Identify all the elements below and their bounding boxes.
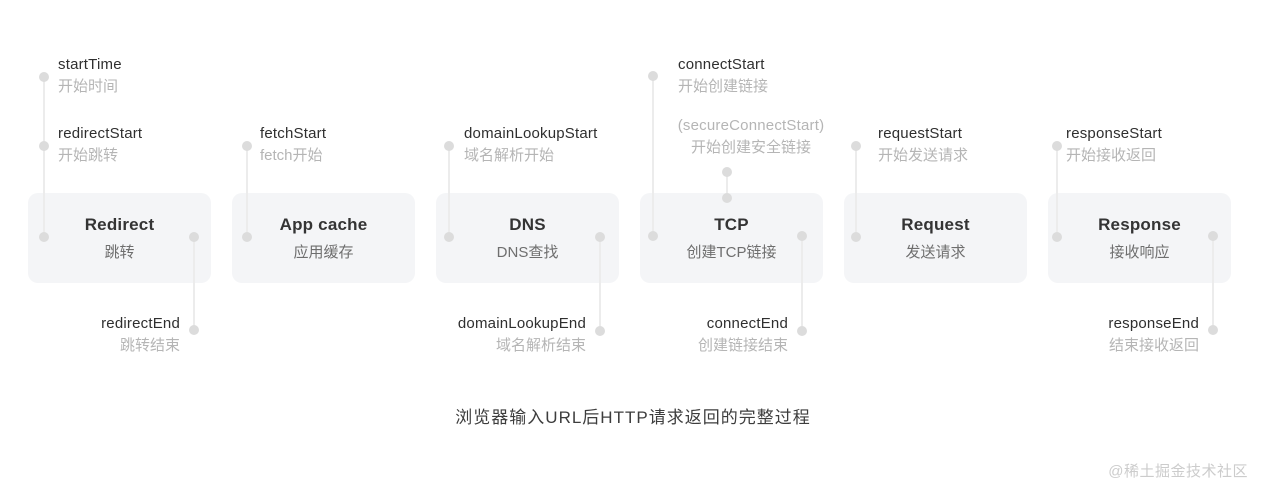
event-label-redirectStart: redirectStart 开始跳转 — [58, 123, 142, 167]
event-label-cn: 开始跳转 — [58, 147, 119, 164]
event-label-cn: 开始时间 — [58, 78, 119, 95]
timeline-dot — [39, 72, 49, 82]
timeline-dot — [39, 141, 49, 151]
event-label-cn: 跳转结束 — [119, 337, 180, 354]
stage-subtitle: 应用缓存 — [293, 243, 354, 261]
timeline-connector — [1056, 146, 1058, 237]
event-label-responseStart: responseStart 开始接收返回 — [1066, 123, 1162, 167]
timeline-connector — [448, 146, 450, 237]
timeline-dot — [1052, 232, 1062, 242]
timeline-dot — [444, 232, 454, 242]
event-label-redirectEnd: redirectEnd 跳转结束 — [101, 313, 180, 357]
timeline-dot — [648, 231, 658, 241]
timeline-dot — [851, 141, 861, 151]
event-label-requestStart: requestStart 开始发送请求 — [878, 123, 968, 167]
event-label-cn: 域名解析结束 — [495, 337, 586, 354]
event-label-cn: 开始发送请求 — [878, 147, 969, 164]
stage-title: Redirect — [84, 214, 155, 234]
stage-subtitle: 创建TCP链接 — [686, 243, 777, 261]
timeline-dot — [648, 71, 658, 81]
event-label-responseEnd: responseEnd 结束接收返回 — [1108, 313, 1199, 357]
stage-box-request: Request 发送请求 — [844, 193, 1027, 283]
stage-title: Request — [901, 214, 970, 234]
stage-box-tcp: TCP 创建TCP链接 — [640, 193, 823, 283]
timeline-dot — [797, 326, 807, 336]
event-name: connectEnd — [706, 315, 788, 332]
stage-box-dns: DNS DNS查找 — [436, 193, 619, 283]
event-name: startTime — [58, 56, 122, 73]
event-name: domainLookupStart — [464, 125, 598, 142]
timeline-dot — [595, 232, 605, 242]
event-name: requestStart — [878, 125, 963, 142]
stage-title: DNS — [509, 214, 546, 234]
timeline-dot — [189, 232, 199, 242]
timeline-connector — [43, 77, 45, 237]
stage-subtitle: 跳转 — [104, 243, 135, 261]
watermark: @稀土掘金技术社区 — [1108, 463, 1248, 480]
timeline-connector — [801, 236, 803, 331]
timeline-dot — [189, 325, 199, 335]
timeline-connector — [855, 146, 857, 237]
stage-subtitle: 接收响应 — [1109, 243, 1170, 261]
timeline-connector — [193, 237, 195, 330]
timeline-dot — [722, 167, 732, 177]
event-label-cn: 开始创建链接 — [678, 78, 769, 95]
event-label-domainLookupEnd: domainLookupEnd 域名解析结束 — [458, 313, 586, 357]
event-name: (secureConnectStart) — [677, 117, 825, 134]
event-label-fetchStart: fetchStart fetch开始 — [260, 123, 326, 167]
stage-box-app-cache: App cache 应用缓存 — [232, 193, 415, 283]
stage-box-redirect: Redirect 跳转 — [28, 193, 211, 283]
event-name: responseStart — [1066, 125, 1162, 142]
event-name: fetchStart — [260, 125, 327, 142]
event-name: connectStart — [678, 56, 765, 73]
event-label-domainLookupStart: domainLookupStart 域名解析开始 — [464, 123, 598, 167]
event-label-cn: fetch开始 — [260, 147, 323, 164]
timeline-connector — [599, 237, 601, 331]
timeline-connector — [652, 76, 654, 236]
timeline-dot — [851, 232, 861, 242]
event-label-cn: 开始创建安全链接 — [690, 139, 811, 156]
stage-box-response: Response 接收响应 — [1048, 193, 1231, 283]
timeline-dot — [797, 231, 807, 241]
timeline-dot — [1208, 231, 1218, 241]
event-name: redirectEnd — [101, 315, 180, 332]
timeline-connector — [726, 172, 728, 198]
event-name: domainLookupEnd — [457, 315, 586, 332]
timeline-dot — [1052, 141, 1062, 151]
stage-title: App cache — [279, 214, 368, 234]
event-label-startTime: startTime 开始时间 — [58, 54, 122, 98]
timeline-dot — [722, 193, 732, 203]
event-name: responseEnd — [1108, 315, 1199, 332]
stage-title: TCP — [714, 214, 749, 234]
stage-title: Response — [1098, 214, 1181, 234]
event-label-cn: 域名解析开始 — [464, 147, 555, 164]
event-label-secureConnectStart: (secureConnectStart) 开始创建安全链接 — [660, 115, 842, 159]
event-label-cn: 结束接收返回 — [1108, 337, 1199, 354]
timeline-connector — [1212, 236, 1214, 330]
stage-subtitle: DNS查找 — [496, 243, 559, 261]
timeline-connector — [246, 146, 248, 237]
event-name: redirectStart — [58, 125, 143, 142]
stage-subtitle: 发送请求 — [905, 243, 966, 261]
event-label-connectStart: connectStart 开始创建链接 — [678, 54, 768, 98]
timeline-dot — [1208, 325, 1218, 335]
timeline-dot — [444, 141, 454, 151]
event-label-cn: 创建链接结束 — [697, 337, 788, 354]
event-label-connectEnd: connectEnd 创建链接结束 — [698, 313, 788, 357]
timeline-dot — [242, 232, 252, 242]
event-label-cn: 开始接收返回 — [1066, 147, 1157, 164]
diagram-caption: 浏览器输入URL后HTTP请求返回的完整过程 — [455, 408, 811, 427]
timeline-dot — [242, 141, 252, 151]
timeline-dot — [595, 326, 605, 336]
timeline-dot — [39, 232, 49, 242]
